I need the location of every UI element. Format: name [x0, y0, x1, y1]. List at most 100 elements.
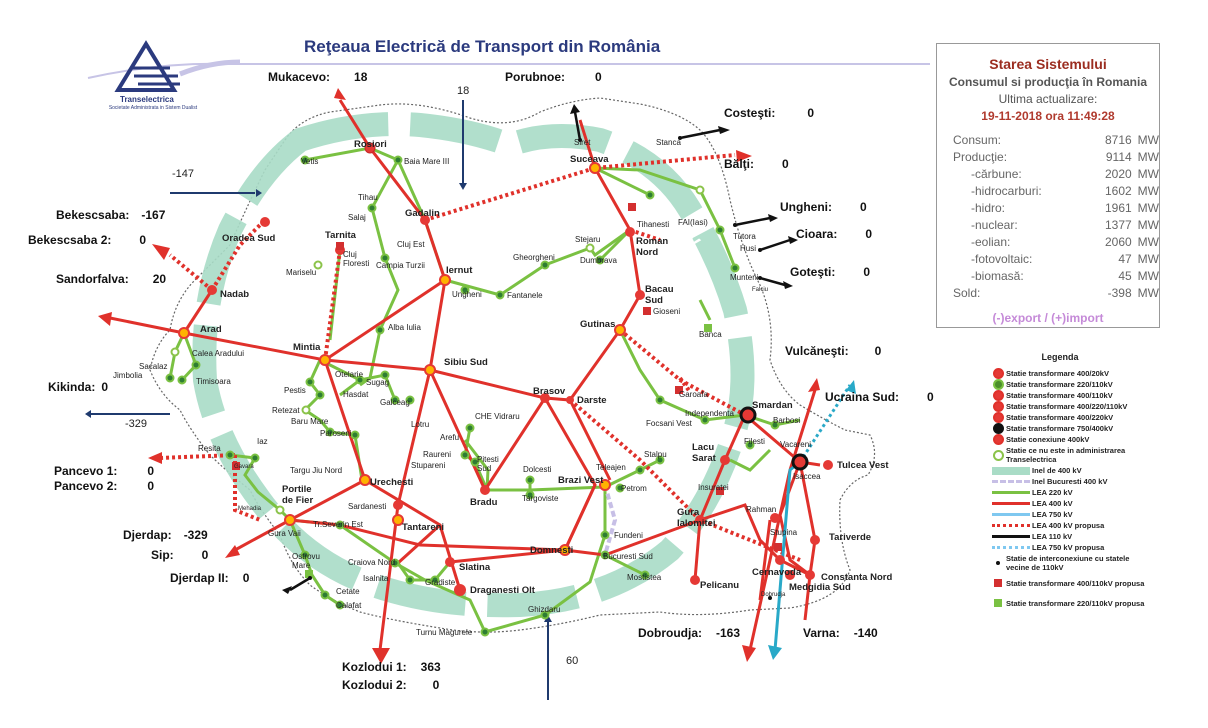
station-cernavoda[interactable]: Cernavoda [752, 567, 802, 578]
station-salaj[interactable]: Salaj [348, 213, 366, 222]
flow-pancevo2[interactable]: Pancevo 2:0 [54, 479, 154, 493]
station-banca[interactable]: Banca [699, 330, 722, 339]
station-cluj-est[interactable]: Cluj Est [397, 240, 425, 249]
station-vetis[interactable]: Vetis [301, 157, 319, 166]
station-munteni[interactable]: Munteni [730, 273, 759, 282]
station-rahman[interactable]: Rahman [746, 505, 777, 514]
flow-djerdap[interactable]: Djerdap:-329 [123, 528, 208, 542]
station-isaccea[interactable]: Isaccea [793, 472, 821, 481]
station-draganesti-olt[interactable]: Draganesti Olt [470, 585, 535, 596]
station-oradea-sud[interactable]: Oradea Sud [222, 233, 276, 244]
station-tutora[interactable]: Tutora [733, 232, 756, 241]
station-alba-iulia[interactable]: Alba Iulia [388, 323, 421, 332]
flow-bekescsaba2[interactable]: Bekescsaba 2:0 [28, 233, 146, 247]
station-baia-mare[interactable]: Baia Mare III [404, 157, 450, 166]
station-gheorgheni[interactable]: Gheorgheni [513, 253, 555, 262]
station-dolcesti[interactable]: Dolcesti [523, 465, 552, 474]
station-rosiori[interactable]: Rosiori [354, 139, 387, 150]
station-bradu[interactable]: Bradu [470, 497, 498, 508]
station-stalpu[interactable]: Stalpu [644, 450, 667, 459]
station-ghizdaru[interactable]: Ghizdaru [528, 605, 561, 614]
station-fai[interactable]: FAI(Iasi) [678, 218, 708, 227]
flow-ucraina-sud[interactable]: Ucraina Sud:0 [825, 390, 934, 404]
flow-varna[interactable]: Varna:-140 [803, 626, 878, 640]
station-smardan[interactable]: Smardan [752, 400, 793, 411]
station-suceava[interactable]: Suceava [570, 154, 609, 165]
station-ostrovu-mare[interactable]: Ostrovu Mare [292, 552, 321, 570]
station-dumbrava[interactable]: Dumbrava [580, 256, 617, 265]
station-iernut[interactable]: Iernut [446, 265, 473, 276]
station-fundeni[interactable]: Fundeni [614, 531, 643, 540]
station-cluj-floresti[interactable]: Cluj Floresti [343, 250, 370, 268]
flow-sip[interactable]: Sip:0 [151, 548, 208, 562]
station-brazi-vest[interactable]: Brazi Vest [558, 475, 604, 486]
station-raureni[interactable]: Raureni [423, 450, 452, 459]
station-sardanesti[interactable]: Sardanesti [348, 502, 387, 511]
station-domnesti[interactable]: Domnesti [530, 545, 574, 556]
station-paroseni[interactable]: Paroseni [320, 429, 352, 438]
station-stejaru[interactable]: Stejaru [575, 235, 601, 244]
station-pelicanu[interactable]: Pelicanu [700, 580, 740, 591]
flow-bekescsaba[interactable]: Bekescsaba:-167 [56, 208, 165, 222]
flow-cioara[interactable]: Cioara:0 [796, 227, 872, 241]
flow-sandorfalva[interactable]: Sandorfalva:20 [56, 272, 166, 286]
flow-ungheni[interactable]: Ungheni:0 [780, 200, 867, 214]
station-lotru[interactable]: Lotru [411, 420, 430, 429]
station-brasov[interactable]: Brasov [533, 386, 566, 397]
station-mariselu[interactable]: Mariselu [286, 268, 317, 277]
station-lacu-sarat[interactable]: Lacu Sarat [692, 442, 716, 464]
station-fantanele[interactable]: Fantanele [507, 291, 543, 300]
station-gavara[interactable]: Gavara [234, 464, 254, 470]
station-otelarie[interactable]: Otelarie [335, 370, 364, 379]
station-targoviste[interactable]: Targoviste [522, 494, 559, 503]
station-focsani-vest[interactable]: Focsani Vest [646, 419, 692, 428]
station-barbosi[interactable]: Barbosi [773, 416, 801, 425]
station-retezat[interactable]: Retezat [272, 406, 300, 415]
station-portile-de-fier[interactable]: Portile de Fier [282, 484, 314, 506]
station-cetate[interactable]: Cetate [336, 587, 360, 596]
station-petrom[interactable]: Petrom [621, 484, 647, 493]
station-constanta-nord[interactable]: Constanta Nord [821, 572, 893, 583]
station-stupina[interactable]: Stupina [770, 528, 798, 537]
station-slatina[interactable]: Slatina [459, 562, 491, 573]
station-mintia[interactable]: Mintia [293, 342, 321, 353]
station-tihanesti[interactable]: Tihanesti [637, 220, 670, 229]
station-gadalin[interactable]: Gadalin [405, 208, 440, 219]
flow-djerdap2[interactable]: Djerdap II:0 [170, 571, 249, 585]
flow-kozlodui2[interactable]: Kozlodui 2:0 [342, 678, 439, 692]
station-calea-aradului[interactable]: Calea Aradului [192, 349, 245, 358]
flow-kozlodui1[interactable]: Kozlodui 1:363 [342, 660, 441, 674]
station-jimbolia[interactable]: Jimbolia [113, 371, 143, 380]
station-isalnita[interactable]: Isalnita [363, 574, 389, 583]
station-gura-vaii[interactable]: Gura Vaii [268, 529, 301, 538]
station-gura-ialomitei[interactable]: Gura Ialomitei [677, 507, 716, 529]
station-ungheni[interactable]: Ungheni [452, 290, 482, 299]
station-falciu[interactable]: Falciu [752, 287, 769, 293]
station-bacau-sud[interactable]: Bacau Sud [645, 284, 674, 306]
station-targu-jiu[interactable]: Targu Jiu Nord [290, 466, 343, 475]
station-stupareni[interactable]: Stupareni [411, 461, 446, 470]
station-gradiste[interactable]: Gradiste [425, 578, 456, 587]
station-independenta[interactable]: Independenta [685, 409, 734, 418]
flow-costesti[interactable]: Costeşti:0 [724, 106, 814, 120]
flow-vulcanesti[interactable]: Vulcăneşti:0 [785, 344, 881, 358]
station-stanca[interactable]: Stanca [656, 138, 681, 147]
station-campia-turzii[interactable]: Campia Turzii [376, 261, 425, 270]
station-sibiu-sud[interactable]: Sibiu Sud [444, 357, 488, 368]
station-bucuresti-sud[interactable]: Bucuresti Sud [603, 552, 653, 561]
station-hasdat[interactable]: Hasdat [343, 390, 369, 399]
station-tihau[interactable]: Tihau [358, 193, 378, 202]
station-sacalaz[interactable]: Sacalaz [139, 362, 168, 371]
station-turnu-magurele[interactable]: Turnu Magurele [416, 628, 473, 637]
station-tr-severin[interactable]: Tr.Severin Est [313, 520, 363, 529]
flow-mukacevo[interactable]: Mukacevo:18 [268, 70, 367, 84]
station-mehadia[interactable]: Mehadia [238, 506, 262, 512]
station-baru-mare[interactable]: Baru Mare [291, 417, 329, 426]
station-insuratei[interactable]: Insuratei [698, 483, 729, 492]
station-gutinas[interactable]: Gutinas [580, 319, 616, 330]
station-roman-nord[interactable]: Roman Nord [636, 236, 669, 258]
station-tulcea-vest[interactable]: Tulcea Vest [837, 460, 889, 471]
station-mostistea[interactable]: Mostistea [627, 573, 662, 582]
station-tariverde[interactable]: Tariverde [829, 532, 872, 543]
station-tarnita[interactable]: Tarnita [325, 230, 356, 241]
